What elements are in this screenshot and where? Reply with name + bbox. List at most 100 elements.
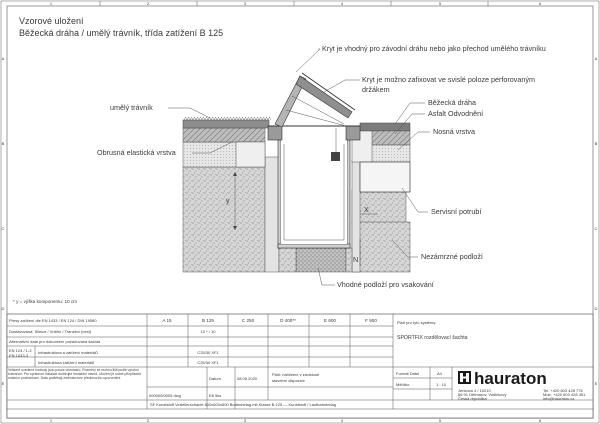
- tb-row3: Alternativní data pro dokončení požadova…: [9, 339, 101, 344]
- tb-email: info@hauraton.cz: [543, 396, 574, 401]
- row-marker: D: [595, 306, 598, 311]
- lid-holder: [291, 95, 345, 125]
- class-b-value: C25/30 XF1: [197, 350, 219, 355]
- tb-row4a: EN 124 / 1-3: [9, 348, 32, 353]
- running-track: [359, 122, 411, 132]
- concrete-left: [264, 156, 280, 273]
- lid-holder: [285, 109, 347, 127]
- label-nosna-vrstva: Nosná vrstva: [433, 127, 475, 136]
- tb-notes-box: Veškeré uvedené hodnoty jsou pouze orien…: [8, 368, 141, 381]
- label-kryt-zafixovat-2: držákem: [362, 85, 390, 94]
- tb-bottom: SF Kunststoff Verteilerschacht 600x600x6…: [150, 402, 336, 407]
- tb-row5: Infrastruktura zatížení materiálů: [38, 360, 94, 365]
- tb-row4c: Infrastruktura a zatížení materiálů: [38, 350, 98, 355]
- logo-mark-icon: [460, 373, 469, 382]
- gravel-right: [351, 221, 411, 273]
- row-marker: C: [595, 226, 598, 231]
- class-b-value: C25/30 XF1: [197, 360, 219, 365]
- elastic-layer-left: [182, 127, 266, 143]
- tb-pages: E8 9ks: [209, 393, 221, 398]
- tb-scale-label: Měřítko: [396, 382, 410, 387]
- lock-icon: [331, 152, 340, 161]
- tb-notes: Veškeré uvedené hodnoty jsou pouze orien…: [8, 368, 141, 381]
- tb-scale: 1 : 10: [436, 382, 447, 387]
- label-kryt-zafixovat-1: Kryt je možno zafixovat ve svislé poloze…: [362, 75, 535, 84]
- col-marker: 2: [147, 418, 150, 423]
- shaft-bottom: [277, 243, 351, 249]
- dim-arrow-icon: [233, 226, 237, 230]
- tb-address-2: 66 91 Dětmarov, Vodičkovy: [458, 392, 506, 397]
- class-f900: F 900: [365, 318, 377, 323]
- shaft-frame-left: [267, 125, 283, 141]
- tb-tel: Tel. +420 603 428 776: [543, 388, 583, 393]
- tb-project-label: Platí pro tyto systémy:: [397, 320, 436, 325]
- shaft-wall-left: [277, 139, 282, 249]
- tb-row4b: EN 1433-3: [9, 353, 29, 358]
- row-marker: D: [2, 306, 5, 311]
- shaft-frame-right: [345, 125, 361, 141]
- dim-n-label: N: [353, 255, 358, 264]
- title-block: Přesy zatížení dle EN 1433 / EN 124 / DI…: [6, 313, 594, 419]
- dim-arrow-icon: [233, 172, 237, 176]
- col-marker: 4: [341, 1, 344, 6]
- gravel-left: [182, 166, 266, 273]
- tb-date-label: Datum: [209, 376, 221, 381]
- tb-address-3: Česká republika: [458, 396, 487, 401]
- tb-note-center-2: stavební dispozice: [272, 378, 306, 383]
- open-lid: [274, 75, 307, 128]
- concrete-edge-left: [235, 141, 266, 168]
- tb-address-1: Jenkova 4 / 10210: [458, 388, 491, 393]
- row-marker: B: [2, 141, 5, 146]
- tb-note-center-1: Platí: nahlížení v závislosti: [272, 372, 319, 377]
- class-b125: B 125: [202, 318, 214, 323]
- logo-text: hauraton: [474, 369, 547, 388]
- col-marker: 5: [439, 1, 442, 6]
- tb-drawing-no: 000000/0005 dwg: [149, 393, 181, 398]
- label-nezamrzne: Nezámrzné podloží: [421, 252, 483, 261]
- label-kryt-zavodni: Kryt je vhodný pro závodní dráhu nebo ja…: [322, 44, 546, 53]
- border-column-markers: 1 2 3 4 5 6 1 2 3 4 5 6: [50, 1, 542, 423]
- class-b-value: 10 * / 10: [201, 329, 217, 334]
- label-asfalt: Asfalt Odvodnění: [428, 109, 483, 118]
- tb-project: SPORTFIX rozdělovací šachta: [397, 335, 468, 341]
- turf-fibres: [183, 116, 272, 121]
- border-row-markers: A B C D E A B C D E: [2, 56, 598, 386]
- shaft-base-infill: [278, 247, 297, 273]
- row-marker: B: [595, 141, 598, 146]
- footnote: * y = výška komponentu: 10 cm: [13, 299, 77, 304]
- hauraton-logo: hauraton: [458, 369, 547, 388]
- annotations: Kryt je vhodný pro závodní dráhu nebo ja…: [13, 44, 546, 304]
- title-line-1: Vzorové uložení: [19, 16, 84, 26]
- lid-cover: [295, 75, 353, 119]
- col-marker: 1: [50, 418, 53, 423]
- col-marker: 4: [341, 418, 344, 423]
- col-marker: 2: [147, 1, 150, 6]
- service-pipe: [359, 161, 411, 193]
- label-vhodne: Vhodné podloží pro vsakování: [337, 280, 434, 289]
- row-marker: C: [2, 226, 5, 231]
- shaft-wall-right: [346, 139, 351, 249]
- class-d400: D 400**: [280, 318, 296, 323]
- class-e600: E 600: [324, 318, 336, 323]
- tb-format-label: Formát Datei: [396, 371, 419, 376]
- col-marker: 6: [539, 1, 542, 6]
- row-marker: A: [2, 56, 5, 61]
- row-marker: A: [595, 56, 598, 61]
- label-bezecka-draha: Běžecká dráha: [428, 98, 476, 107]
- drainage-bed: [295, 247, 347, 273]
- col-marker: 1: [50, 1, 53, 6]
- class-c250: C 250: [242, 318, 255, 323]
- lid-surface: [301, 72, 356, 111]
- label-obrusna: Obrusná elastická vrstva: [97, 148, 176, 157]
- dim-y-label: y: [226, 196, 230, 205]
- label-servisni: Servisní potrubí: [431, 207, 481, 216]
- col-marker: 5: [439, 418, 442, 423]
- col-marker: 6: [539, 418, 542, 423]
- title-line-2: Běžecká dráha / umělý trávník, třída zat…: [19, 28, 223, 38]
- tb-row2: Dostavovaná: Silnice / Vnitřní / Tranzit…: [9, 329, 92, 334]
- label-umely-travnik: umělý trávník: [110, 103, 153, 112]
- row-marker: E: [595, 381, 598, 386]
- tb-format: A4: [437, 371, 443, 376]
- shaft-base-infill: [345, 247, 353, 273]
